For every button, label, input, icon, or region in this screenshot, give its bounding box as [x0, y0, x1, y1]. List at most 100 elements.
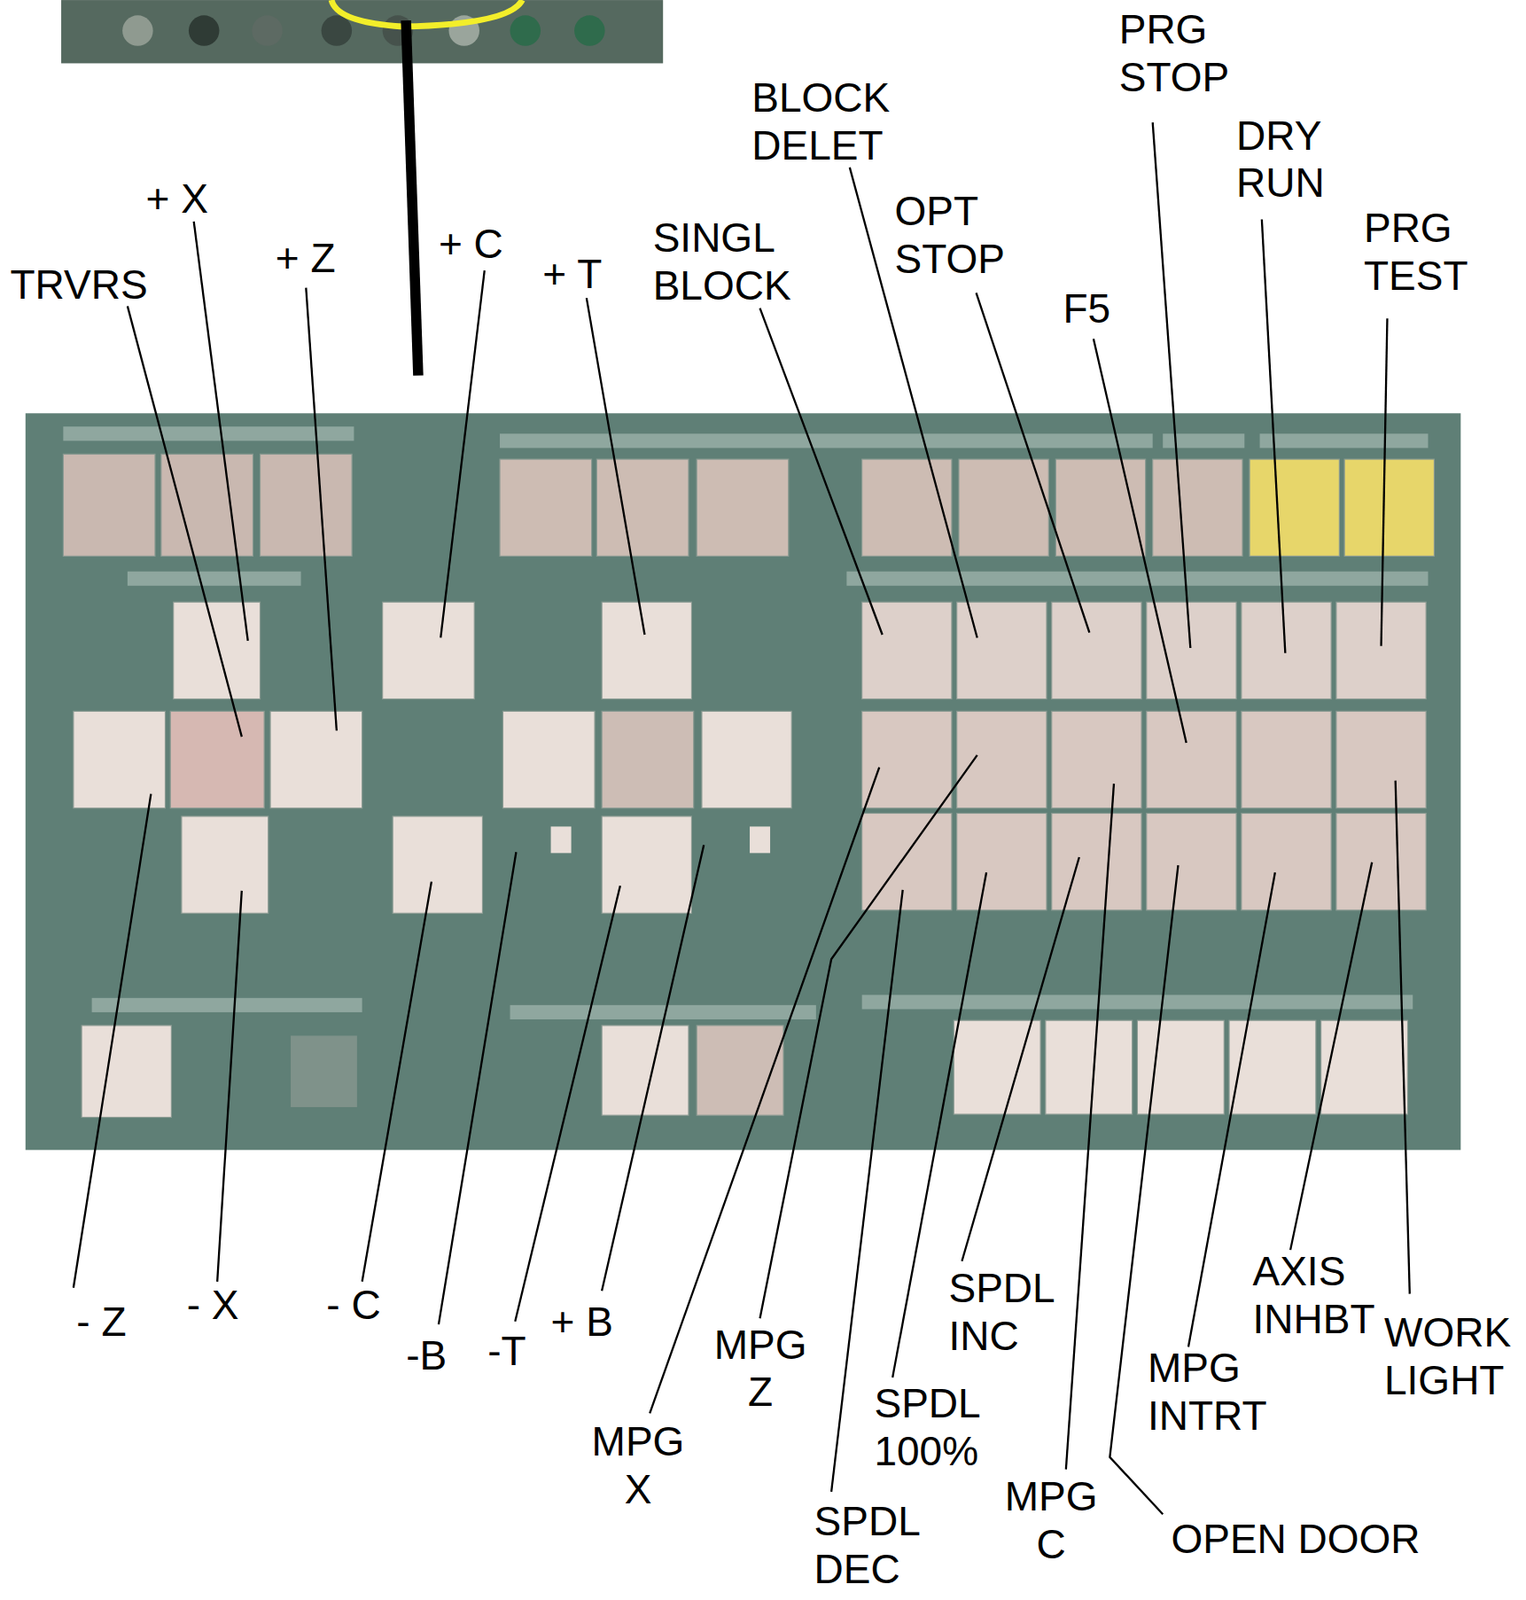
function-button [1336, 812, 1426, 910]
panel-legend-strip [62, 426, 354, 441]
callout-label: -T [487, 1327, 526, 1376]
jog-button [173, 601, 261, 699]
callout-label: + Z [275, 234, 336, 283]
callout-label: + X [146, 175, 209, 224]
mode-button [161, 453, 254, 556]
callout-label: + T [542, 250, 602, 299]
leader-line [601, 844, 704, 1291]
callout-label: SPDL DEC [814, 1497, 919, 1594]
mode-button [1249, 459, 1340, 556]
jog-button [502, 710, 595, 808]
leader-line [760, 308, 883, 635]
function-button [1051, 710, 1142, 808]
feed-switch [290, 1035, 358, 1107]
callout-label: - X [186, 1281, 240, 1330]
leader-line [127, 305, 242, 737]
leader-line [194, 221, 249, 641]
spindle-button [696, 1025, 784, 1115]
callout-label: - C [326, 1281, 381, 1330]
callout-label: SPDL 100% [873, 1379, 979, 1476]
jog-button [170, 710, 265, 808]
mode-button [1344, 459, 1434, 556]
panel-knob [574, 15, 606, 47]
callout-label: TRVRS [10, 261, 148, 310]
jog-button [382, 601, 475, 699]
mode-button [696, 459, 789, 556]
panel-legend-strip [499, 433, 1153, 448]
spindle-button [1045, 1019, 1133, 1114]
panel-legend-strip [846, 571, 1428, 586]
function-button [1336, 710, 1426, 808]
panel-legend-strip [510, 1004, 817, 1020]
function-button [1146, 710, 1237, 808]
jog-button [270, 710, 363, 808]
jog-button [601, 710, 694, 808]
spindle-button [1321, 1019, 1409, 1114]
function-button [862, 812, 952, 910]
leader-line [1152, 122, 1192, 648]
mode-button [62, 453, 156, 556]
panel-knob [510, 15, 542, 47]
leader-line [1066, 783, 1114, 1470]
callout-label: MPG Z [714, 1321, 808, 1417]
panel-legend-strip [1260, 433, 1429, 448]
jog-button [701, 710, 792, 808]
callout-label: PRG TEST [1363, 204, 1469, 301]
callout-label: AXIS INHBT [1253, 1247, 1376, 1344]
pointer-line [405, 20, 419, 376]
leader-line [438, 851, 516, 1324]
leader-line [649, 767, 880, 1414]
upper-panel [61, 0, 663, 63]
mode-button [260, 453, 353, 556]
function-button [1241, 601, 1332, 699]
callout-label: + B [551, 1298, 614, 1347]
function-button [1241, 812, 1332, 910]
callout-label: MPG C [1004, 1472, 1098, 1569]
mode-button [862, 459, 952, 556]
function-button [862, 710, 952, 808]
leader-line [586, 297, 646, 635]
callout-label: MPG INTRT [1147, 1344, 1268, 1441]
panel-knob [122, 15, 154, 47]
callout-label: OPEN DOOR [1170, 1515, 1420, 1564]
jog-button [392, 816, 483, 913]
panel-knob [251, 15, 283, 47]
mode-button [596, 459, 689, 556]
jog-button [181, 816, 269, 913]
leader-line [976, 292, 1090, 632]
jog-button [601, 601, 692, 699]
callout-label: MPG X [591, 1417, 686, 1514]
panel-legend-strip [92, 997, 363, 1013]
mode-button [499, 459, 592, 556]
callout-label: -B [405, 1331, 447, 1380]
leader-line [961, 856, 1079, 1262]
function-button [957, 812, 1047, 910]
callout-label: PRG STOP [1119, 6, 1230, 102]
highlight-ring [331, 0, 522, 27]
spindle-button [1229, 1019, 1316, 1114]
leader-line [305, 288, 337, 732]
callout-label: OPT STOP [894, 187, 1005, 284]
leader-line [1381, 318, 1388, 646]
jog-button [601, 816, 692, 913]
callout-label: WORK LIGHT [1384, 1308, 1511, 1405]
callout-label: F5 [1062, 285, 1111, 334]
function-button [957, 710, 1047, 808]
small-key [551, 825, 572, 853]
callout-label: + C [438, 220, 504, 269]
feed-button [81, 1025, 172, 1118]
leader-line [514, 885, 621, 1322]
function-button [1241, 710, 1332, 808]
callout-label: BLOCK DELET [751, 74, 890, 171]
jog-button [73, 710, 166, 808]
leader-line [1290, 862, 1372, 1250]
panel-knob [321, 15, 353, 47]
mode-button [1152, 459, 1243, 556]
mode-button [958, 459, 1049, 556]
function-button [957, 601, 1047, 699]
panel-legend-strip [862, 994, 1414, 1009]
panel-legend-strip [127, 571, 302, 586]
callout-label: DRY RUN [1236, 112, 1325, 209]
small-key [749, 825, 771, 853]
